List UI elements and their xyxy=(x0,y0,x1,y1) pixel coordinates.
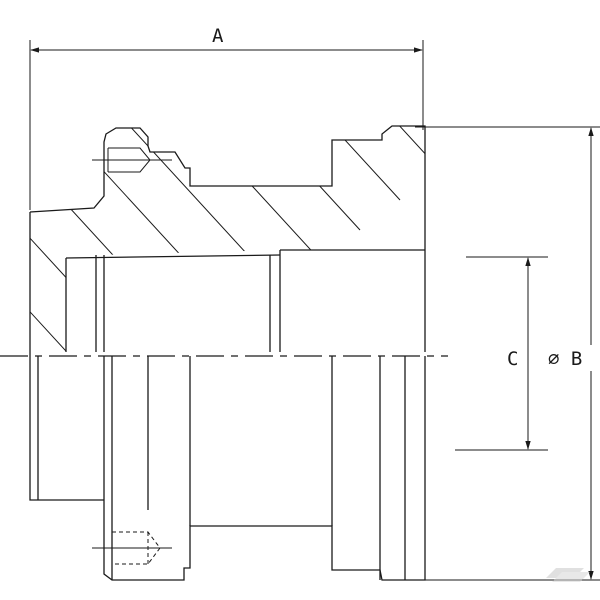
dimension-label-c: C xyxy=(507,348,518,370)
dimension-a: A xyxy=(29,25,424,210)
dimension-label-c-bg xyxy=(503,345,525,371)
brand-logo-icon xyxy=(546,568,590,582)
dimension-label-b-bg xyxy=(544,345,600,371)
lube-hole-bottom xyxy=(92,531,172,565)
section-outline xyxy=(29,125,426,250)
flange-inner-edge xyxy=(65,254,281,259)
bore xyxy=(95,250,426,352)
dimension-c: C xyxy=(455,256,548,451)
dimension-label-a: A xyxy=(212,25,224,47)
dimension-label-b: ⌀ B xyxy=(548,348,582,370)
dimension-b: ⌀ B xyxy=(415,126,600,581)
lube-hole-top xyxy=(92,147,172,173)
view-lower-half xyxy=(29,356,426,581)
hub-outline xyxy=(103,356,426,581)
